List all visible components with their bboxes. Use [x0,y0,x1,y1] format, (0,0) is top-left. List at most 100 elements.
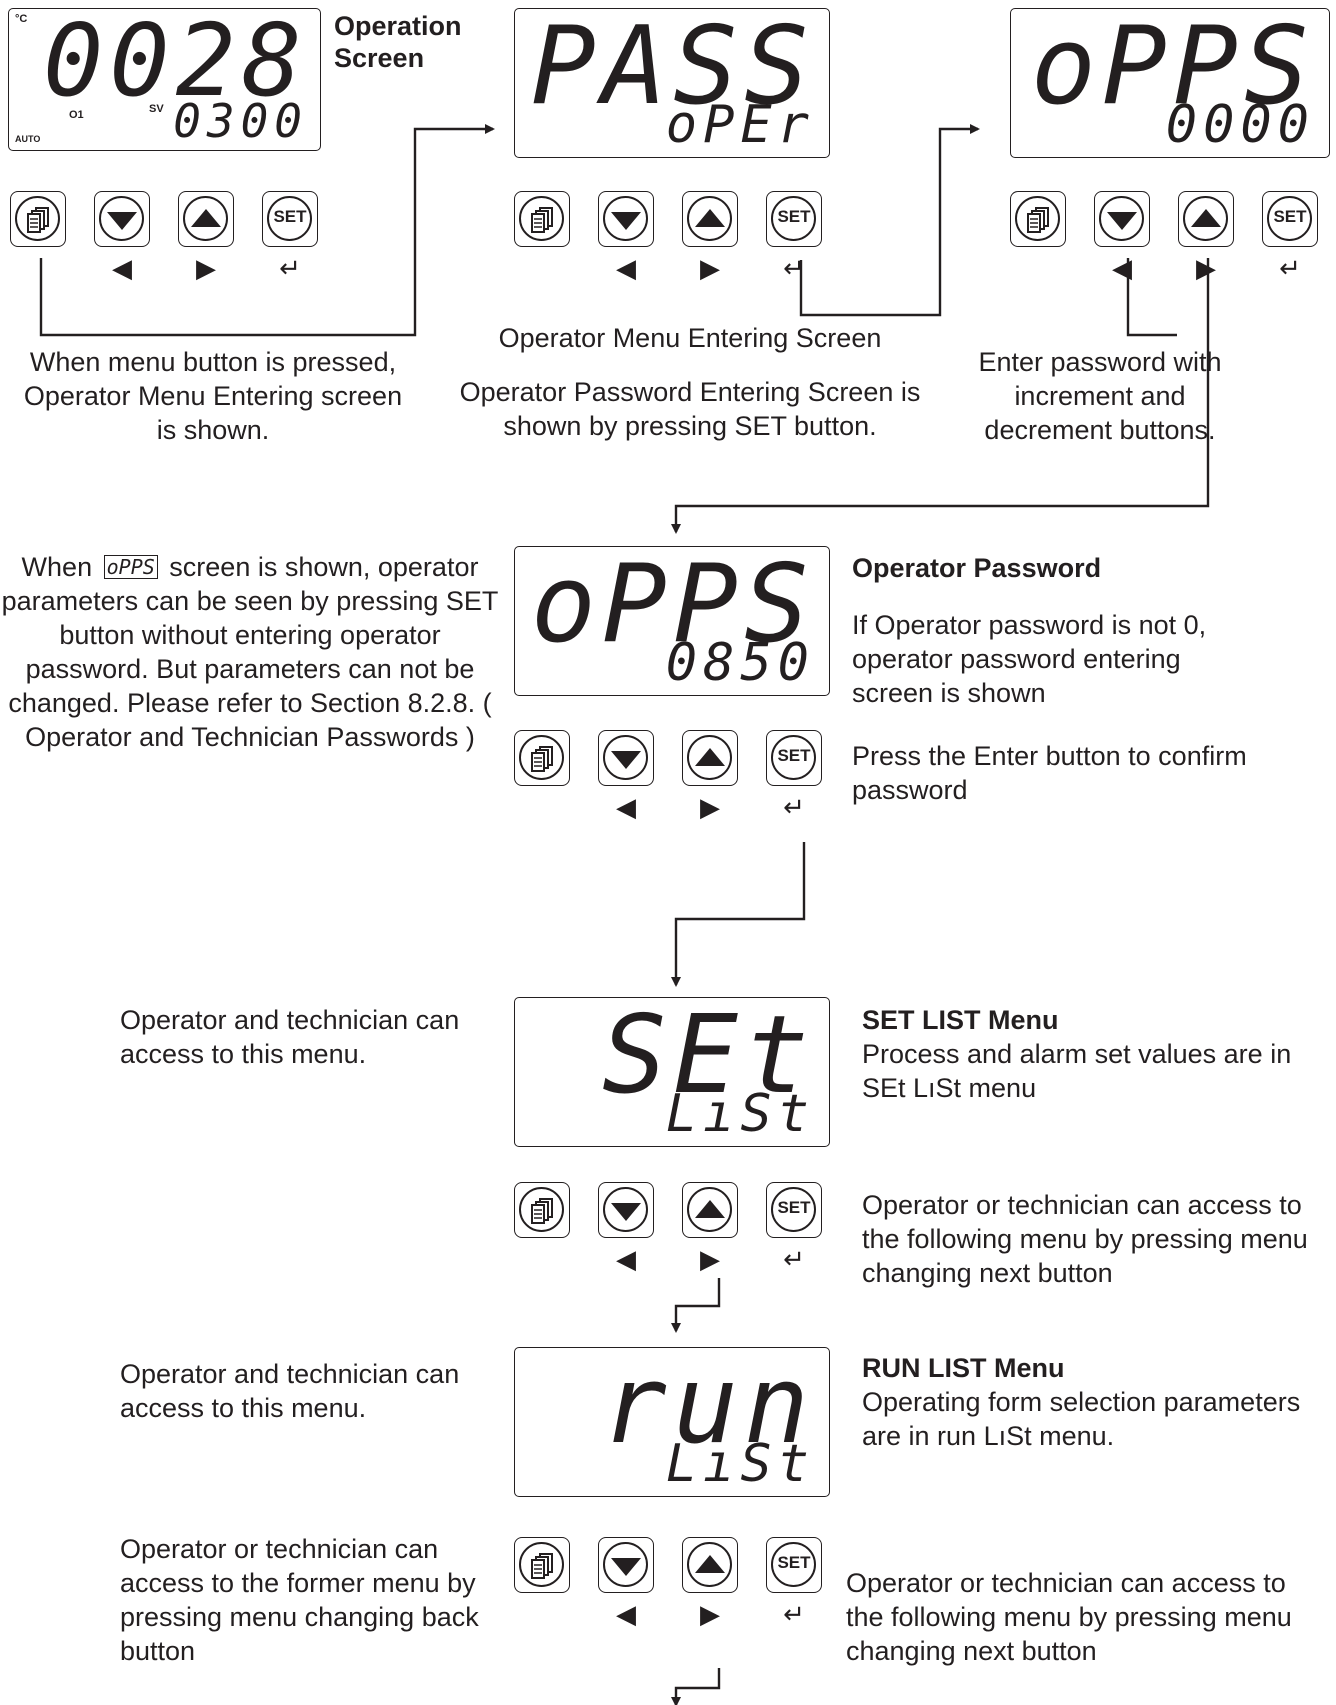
triangle-down-icon [611,212,641,230]
button-row-3: SET◀▶↵ [1010,191,1330,311]
set-key[interactable]: SET [766,1182,822,1238]
set-key[interactable]: SET [766,1537,822,1593]
set-key[interactable]: SET [766,730,822,786]
key-ring [771,1187,816,1232]
button-row-2: SET◀▶↵ [514,191,834,311]
key-ring [603,1187,648,1232]
operator-password-desc: If Operator password is not 0, operator … [852,610,1207,708]
menu-key[interactable] [514,191,570,247]
right-arrow-icon: ▶ [196,253,216,283]
up-key[interactable] [682,1182,738,1238]
set-key[interactable]: SET [766,191,822,247]
set-key[interactable]: SET [1262,191,1318,247]
set-list-desc: Process and alarm set values are in SEt … [862,1039,1292,1103]
opps-inline-code: oPPS [103,555,158,579]
menu-key[interactable] [514,730,570,786]
down-key[interactable] [598,191,654,247]
key-ring [771,735,816,780]
key-ring [1099,196,1144,241]
set-key-label: SET [777,207,811,226]
button-row-6: SET◀▶↵ [514,1537,834,1657]
opps-info-note: When oPPS screen is shown, operator para… [0,550,500,754]
process-value: 0028 [43,2,308,119]
right-arrow-icon: ▶ [700,1244,720,1274]
right-arrow-icon: ▶ [700,253,720,283]
enter-arrow-icon: ↵ [783,792,805,822]
key-ring [519,1187,564,1232]
key-ring [519,196,564,241]
menu-pressed-note: When menu button is pressed, Operator Me… [23,347,403,445]
left-arrow-icon: ◀ [112,253,132,283]
o1-label: O1 [69,109,84,121]
triangle-down-icon [611,1203,641,1221]
triangle-down-icon [611,1558,641,1576]
set-list-display: SEt LıSt [514,997,830,1147]
opps-display-entered: oPPS 0850 [514,546,830,696]
menu-key[interactable] [1010,191,1066,247]
set-key-label: SET [777,746,811,765]
run-list-main: run [601,1343,815,1468]
down-key[interactable] [598,1182,654,1238]
up-key[interactable] [1178,191,1234,247]
key-ring [771,196,816,241]
up-key[interactable] [682,1537,738,1593]
menu-pages-icon [27,207,49,233]
triangle-down-icon [107,212,137,230]
press-enter-note: Press the Enter button to confirm passwo… [852,741,1247,805]
left-arrow-icon: ◀ [616,1244,636,1274]
set-key[interactable]: SET [262,191,318,247]
key-ring [183,196,228,241]
menu-key[interactable] [10,191,66,247]
menu-key[interactable] [514,1537,570,1593]
opps-info-prefix: When [21,552,93,582]
down-key[interactable] [1094,191,1150,247]
menu-pages-icon [531,1198,553,1224]
run-list-display: run LıSt [514,1347,830,1497]
following-menu-note-1: Operator or technician can access to the… [862,1190,1308,1288]
key-ring [519,735,564,780]
set-key-label: SET [777,1198,811,1217]
left-arrow-icon: ◀ [616,1599,636,1629]
key-ring [1267,196,1312,241]
set-list-main: SEt [601,993,815,1118]
key-ring [15,196,60,241]
up-key[interactable] [682,191,738,247]
key-ring [1183,196,1228,241]
left-arrow-icon: ◀ [616,792,636,822]
key-ring [603,735,648,780]
triangle-up-icon [695,1555,725,1573]
run-list-desc: Operating form selection parameters are … [862,1387,1301,1451]
enter-password-note: Enter password with increment and decrem… [978,347,1222,445]
triangle-up-icon [695,1200,725,1218]
menu-key[interactable] [514,1182,570,1238]
pass-sub: oPEr [665,95,815,155]
right-arrow-icon: ▶ [700,792,720,822]
key-ring [771,1542,816,1587]
menu-pages-icon [531,746,553,772]
down-key[interactable] [598,1537,654,1593]
button-row-5: SET◀▶↵ [514,1182,834,1302]
triangle-up-icon [695,209,725,227]
key-ring [687,196,732,241]
down-key[interactable] [598,730,654,786]
password-entering-note: Operator Password Entering Screen is sho… [459,377,921,441]
key-ring [603,196,648,241]
down-key[interactable] [94,191,150,247]
key-ring [687,1542,732,1587]
triangle-down-icon [1107,212,1137,230]
right-arrow-icon: ▶ [700,1599,720,1629]
enter-arrow-icon: ↵ [1279,253,1301,283]
up-key[interactable] [682,730,738,786]
key-ring [687,1187,732,1232]
opps-entered-sub: 0850 [665,633,815,693]
access-menu-note-1: Operator and technician can access to th… [120,1005,460,1069]
up-key[interactable] [178,191,234,247]
set-value: 0300 [173,94,308,148]
triangle-up-icon [1191,209,1221,227]
former-menu-note: Operator or technician can access to the… [120,1534,479,1666]
pass-main: PASS [530,4,815,129]
left-arrow-icon: ◀ [1112,253,1132,283]
access-menu-note-2: Operator and technician can access to th… [120,1359,460,1423]
enter-arrow-icon: ↵ [783,253,805,283]
